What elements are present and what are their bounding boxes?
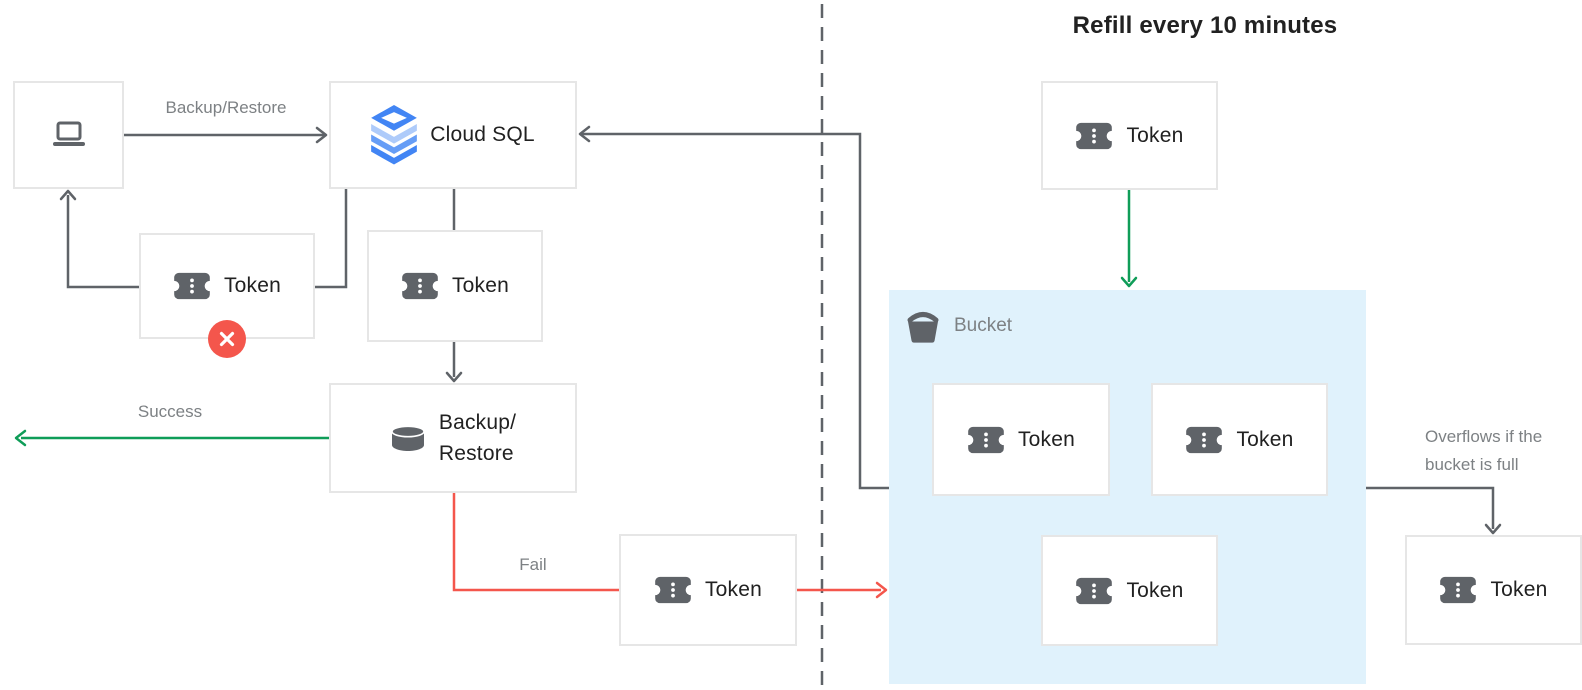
edge-bucket-overflow <box>1366 486 1495 529</box>
overflow-label-line2: bucket is full <box>1425 455 1519 474</box>
bucket-label: Bucket <box>954 315 1013 336</box>
backup-restore-box: Backup/ Restore <box>329 383 577 493</box>
x-icon <box>219 331 235 347</box>
arrowhead-up-client <box>59 189 77 201</box>
token-icon <box>966 426 1005 453</box>
arrowhead-left-cloudsql <box>578 125 591 143</box>
token-request-box: Token <box>367 230 543 342</box>
edge-label-overflow: Overflows if the bucket is full <box>1425 423 1542 479</box>
backup-restore-label: Backup/ Restore <box>439 407 516 469</box>
token-label: Token <box>1126 578 1184 602</box>
token-icon <box>653 576 692 604</box>
cloud-sql-label: Cloud SQL <box>430 123 535 146</box>
token-icon <box>1185 426 1224 453</box>
cloud-sql-icon <box>371 105 418 165</box>
token-label: Token <box>1017 427 1076 451</box>
token-overflow-box: Token <box>1405 535 1582 645</box>
bucket-region: Bucket Token Token Token <box>889 290 1366 684</box>
edge-label-fail: Fail <box>519 555 547 574</box>
cloud-sql-box: Cloud SQL <box>329 81 577 189</box>
token-label: Token <box>1126 123 1184 147</box>
token-label: Token <box>1236 427 1294 451</box>
edge-fail <box>452 493 619 592</box>
refill-title: Refill every 10 minutes <box>1072 12 1338 39</box>
bucket-token-box-3: Token <box>1041 535 1218 646</box>
bucket-icon <box>907 312 939 343</box>
token-label: Token <box>223 274 282 297</box>
token-icon <box>172 272 211 300</box>
bucket-token-box-1: Token <box>932 383 1110 496</box>
arrowhead-right-bucket <box>875 581 888 599</box>
arrowhead-down-backup <box>445 371 463 383</box>
backup-restore-line2: Restore <box>438 442 514 465</box>
backup-restore-line1: Backup/ <box>438 411 517 434</box>
token-refill-box: Token <box>1041 81 1218 190</box>
laptop-icon <box>52 121 85 146</box>
edge-cloudsql-to-token-rejected <box>315 189 348 289</box>
token-icon <box>1075 122 1114 149</box>
bucket-header: Bucket <box>903 308 1012 344</box>
token-icon <box>1439 576 1478 604</box>
database-icon <box>391 425 425 451</box>
edge-bucket-to-cloudsql <box>581 132 889 490</box>
bucket-token-box-2: Token <box>1151 383 1328 496</box>
token-icon <box>1075 577 1114 604</box>
token-label: Token <box>451 274 510 297</box>
overflow-label-line1: Overflows if the <box>1425 427 1543 446</box>
edge-label-success: Success <box>137 402 203 421</box>
client-box <box>13 81 124 189</box>
arrowhead-down-refill <box>1120 276 1138 288</box>
token-fail-box: Token <box>619 534 797 646</box>
arrowhead-left-success <box>14 429 27 447</box>
arrowhead-down-overflow <box>1484 523 1502 535</box>
edge-label-backup-restore: Backup/Restore <box>165 98 287 117</box>
edge-token-rejected-to-client <box>66 195 139 289</box>
token-label: Token <box>704 578 763 601</box>
token-icon <box>400 272 439 300</box>
error-badge <box>208 320 246 358</box>
arrowhead-right-cloudsql <box>315 126 328 144</box>
token-label: Token <box>1490 578 1548 601</box>
